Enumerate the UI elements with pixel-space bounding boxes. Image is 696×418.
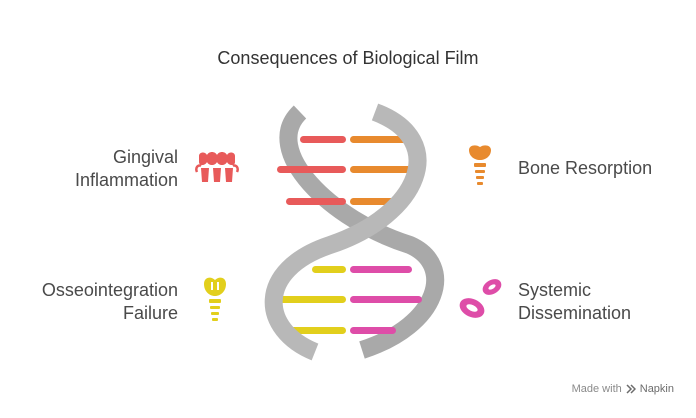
label-osseointegration-failure: Osseointegration Failure <box>41 280 178 323</box>
rung-yellow-2 <box>278 296 346 303</box>
rung-orange-3 <box>350 198 396 205</box>
made-with-text: Made with <box>571 383 622 395</box>
label-bone-resorption: Bone Resorption <box>518 158 653 178</box>
gum-inflammation-icon <box>195 152 239 182</box>
implant-failure-icon <box>204 277 226 321</box>
rung-red-3 <box>286 198 346 205</box>
rungs-top <box>277 136 422 205</box>
rung-orange-2 <box>350 166 422 173</box>
rung-red-2 <box>277 166 346 173</box>
rung-pink-1 <box>350 266 412 273</box>
rung-orange-1 <box>350 136 412 143</box>
rungs-bottom <box>278 266 422 334</box>
tooth-implant-icon <box>469 145 491 185</box>
label-systemic-dissemination: Systemic Dissemination <box>518 280 632 323</box>
rung-yellow-3 <box>286 327 346 334</box>
napkin-logo-icon <box>626 384 636 394</box>
helix-strand-back <box>279 105 445 359</box>
footer-attribution: Made with Napkin <box>572 383 674 395</box>
blood-cells-icon <box>459 279 502 318</box>
helix-strand-front <box>264 103 427 361</box>
rung-pink-2 <box>350 296 422 303</box>
rung-red-1 <box>300 136 346 143</box>
label-gingival-inflammation: Gingival Inflammation <box>74 147 178 190</box>
rung-pink-3 <box>350 327 396 334</box>
diagram-title: Consequences of Biological Film <box>217 48 479 68</box>
rung-yellow-1 <box>312 266 346 273</box>
napkin-brand-text: Napkin <box>639 383 674 395</box>
